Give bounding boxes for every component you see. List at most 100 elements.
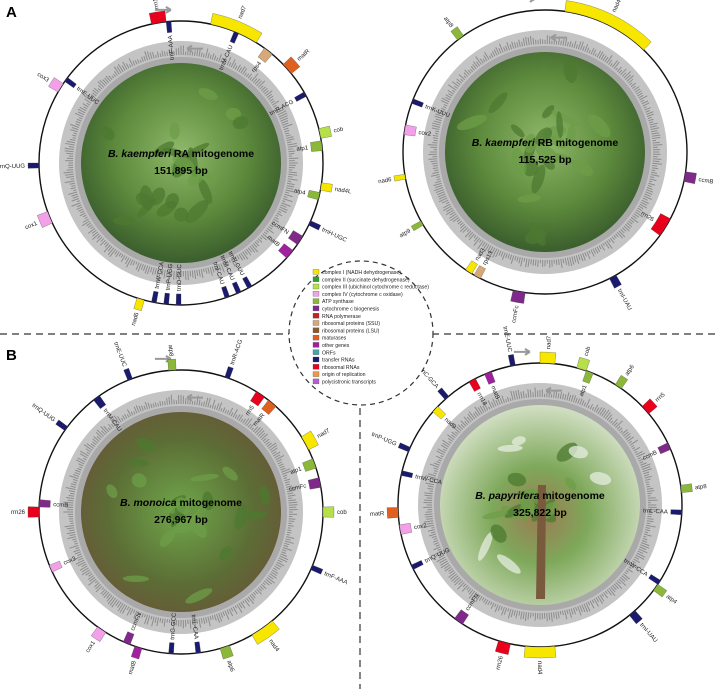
gene-label: ccmFc — [289, 483, 308, 493]
gene-block — [318, 125, 332, 139]
gene-label: atp6 — [624, 364, 636, 378]
foliage-shape — [523, 159, 539, 177]
gene-block — [27, 506, 40, 518]
gene-block — [301, 430, 319, 450]
legend-swatch — [312, 342, 320, 348]
gene-block — [653, 584, 668, 598]
foliage-shape — [531, 164, 546, 194]
gene-label: atp8 — [442, 16, 454, 29]
gene-block — [411, 98, 424, 108]
gene-block — [302, 458, 317, 472]
gene-block — [163, 292, 170, 305]
foliage-shape — [571, 160, 594, 177]
foliage-shape — [129, 459, 149, 467]
foliage-shape — [511, 147, 527, 176]
gene-block — [288, 230, 303, 245]
gene-block — [242, 276, 253, 289]
foliage-shape — [504, 504, 524, 518]
gene-label: trnF-AAA — [323, 571, 348, 586]
legend-swatch — [312, 276, 320, 282]
gene-label: atp1 — [296, 145, 309, 152]
gene-block — [261, 399, 277, 415]
gene-block — [55, 419, 68, 431]
foliage-shape — [198, 178, 213, 204]
foliage-shape — [198, 88, 218, 101]
legend-swatch — [312, 327, 320, 333]
legend-swatch — [312, 356, 320, 363]
gene-block — [48, 77, 64, 93]
strand-arrow — [186, 393, 204, 402]
legend-swatch — [312, 320, 320, 326]
gene-label: trnP-UGG — [370, 432, 397, 448]
legend-swatch — [312, 334, 320, 341]
gene-label: trnL-CAA — [190, 614, 199, 639]
gene-block — [231, 281, 242, 294]
gene-label: atp9 — [399, 228, 413, 239]
foliage-shape — [159, 530, 175, 547]
gene-block — [151, 290, 159, 304]
gene-label: cob — [333, 126, 344, 134]
gene-block — [393, 174, 406, 182]
gene-block — [432, 406, 446, 420]
foliage-shape — [482, 510, 508, 520]
gene-block — [468, 378, 481, 392]
foliage-shape — [234, 504, 248, 530]
legend-label: ORFs — [322, 350, 336, 356]
gene-block — [165, 21, 173, 33]
gene-block — [133, 297, 145, 311]
gene-block — [539, 351, 557, 364]
gene-block — [683, 171, 697, 184]
gene-label: matR — [370, 511, 385, 518]
gene-block — [386, 507, 399, 519]
legend-swatch — [312, 371, 320, 377]
gene-block — [224, 366, 234, 379]
legend-label: complex II (succinate dehydrogenase) — [322, 277, 410, 283]
gene-block — [648, 574, 661, 585]
legend-label: complex III (ubichinol cytochrome c redu… — [322, 285, 429, 291]
foliage-shape — [556, 111, 564, 139]
gene-block — [523, 646, 557, 659]
gene-label: rrn26 — [11, 510, 26, 516]
legend-label: ribosomal RNAs — [322, 365, 360, 371]
foliage-shape — [222, 466, 238, 481]
gene-block — [564, 0, 652, 51]
gene-label: trnW-CCA — [155, 262, 166, 290]
gene-label: cox1 — [24, 221, 39, 232]
genome-title: B. kaempferi RB mitogenome — [472, 137, 619, 149]
gene-label: trnH-UGC — [321, 227, 348, 244]
foliage-shape — [244, 511, 267, 519]
genome-suffix: RB mitogenome — [535, 137, 619, 149]
foliage-shape — [523, 133, 537, 153]
gene-label: nad7 — [238, 5, 249, 20]
genome-size: 276,967 bp — [154, 514, 208, 526]
foliage-shape — [563, 58, 578, 84]
gene-label: atp1 — [579, 384, 589, 398]
gene-block — [650, 213, 671, 236]
legend-label: ribosomal proteins (LSU) — [322, 328, 380, 334]
gene-label: rrn5 — [245, 404, 256, 417]
gene-label: ccmB — [53, 502, 68, 509]
legend: complex I (NADH dehydrogenase)complex II… — [288, 260, 434, 406]
gene-label: cox1 — [85, 640, 97, 654]
foliage-shape — [165, 501, 175, 514]
legend-swatch — [312, 269, 320, 275]
legend-swatch — [312, 305, 320, 312]
panel-letter-b: B — [6, 347, 17, 364]
gene-label: trnP-UGG — [166, 263, 175, 290]
legend-swatch — [312, 364, 320, 370]
legend-label: origin of replication — [322, 372, 366, 378]
legend-label: cytochrome c biogenesis — [322, 307, 379, 313]
gene-label: trnL-CAA — [643, 508, 668, 515]
foliage-shape — [535, 143, 559, 164]
foliage-shape — [131, 473, 147, 488]
legend-swatch — [312, 291, 320, 297]
gene-block — [168, 642, 175, 654]
gene-label: trnF-AAA — [168, 35, 176, 60]
gene-label: trnQ-UUG — [0, 164, 25, 170]
gene-label: nad4 — [612, 0, 624, 14]
foliage-shape — [171, 524, 195, 534]
